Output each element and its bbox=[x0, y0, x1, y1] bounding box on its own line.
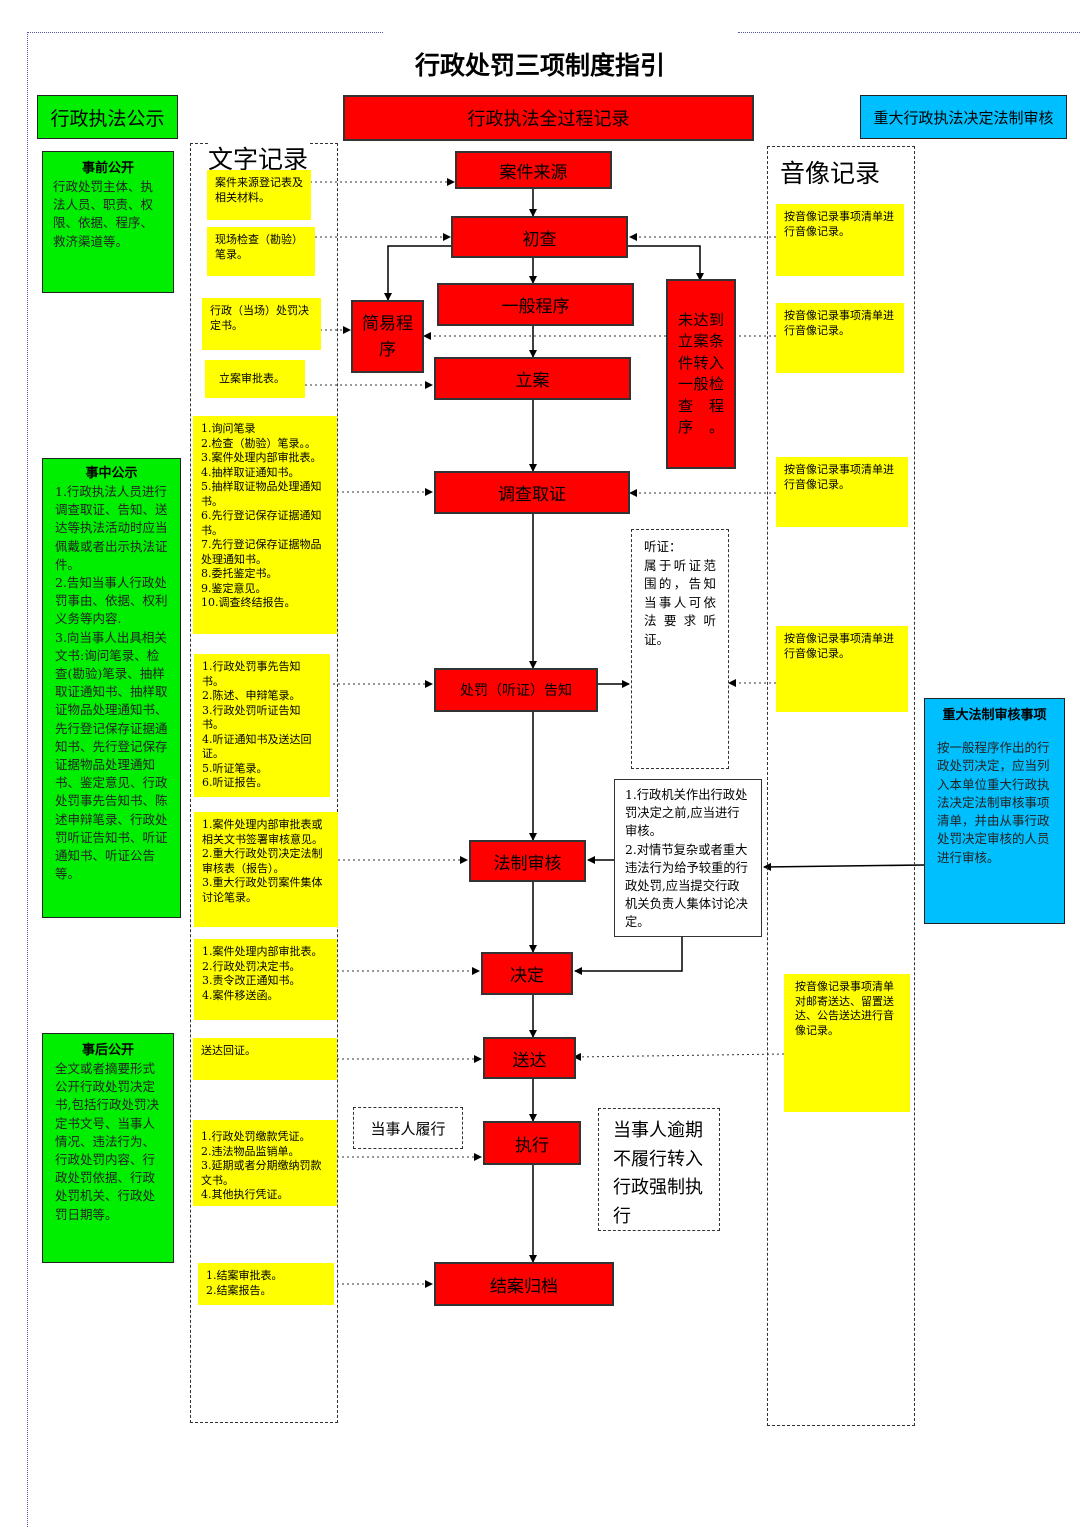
av-record-title: 音像记录 bbox=[780, 154, 881, 190]
after-public-title: 事后公开 bbox=[81, 1043, 134, 1058]
step-notice: 处罚（听证）告知 bbox=[434, 668, 598, 712]
step-investigation: 调查取证 bbox=[434, 471, 630, 514]
before-public-body: 行政处罚主体、执法人员、职责、权限、依据、程序、救济渠道等。 bbox=[53, 179, 154, 249]
doc-simple: 行政（当场）处罚决定书。 bbox=[202, 298, 321, 350]
step-case-source: 案件来源 bbox=[455, 151, 612, 189]
step-simple-procedure-label: 简易程序 bbox=[362, 313, 413, 360]
step-filing: 立案 bbox=[434, 357, 631, 400]
step-initial-check: 初查 bbox=[451, 216, 628, 258]
page-border-top-right bbox=[738, 32, 1080, 33]
party-perform-box: 当事人履行 bbox=[353, 1107, 463, 1149]
doc-notice: 1.行政处罚事先告知书。 2.陈述、申辩笔录。 3.行政处罚听证告知书。 4.听… bbox=[194, 654, 330, 797]
step-execution: 执行 bbox=[483, 1121, 581, 1165]
header-public: 行政执法公示 bbox=[37, 95, 178, 139]
after-public-box: 事后公开 全文或者摘要形式公开行政处罚决定书,包括行政处罚决定书文号、当事人情况… bbox=[42, 1033, 174, 1263]
before-public-box: 事前公开 行政处罚主体、执法人员、职责、权限、依据、程序、救济渠道等。 bbox=[42, 151, 174, 293]
review-requirement-note: 1.行政机关作出行政处罚决定之前,应当进行审核。 2.对情节复杂或者重大违法行为… bbox=[614, 779, 762, 937]
before-public-title: 事前公开 bbox=[81, 161, 134, 176]
header-legal-review: 重大行政执法决定法制审核 bbox=[860, 95, 1067, 139]
av-note-4: 按音像记录事项清单进行音像记录。 bbox=[776, 626, 908, 712]
step-decision: 决定 bbox=[481, 952, 573, 995]
av-record-column bbox=[767, 146, 915, 1426]
doc-investigation: 1.询问笔录 2.检查（勘验）笔录。。 3.案件处理内部审批表。 4.抽样取证通… bbox=[193, 416, 337, 634]
during-public-body: 1.行政执法人员进行调查取证、告知、送达等执法活动时应当佩戴或者出示执法证件。 … bbox=[55, 484, 168, 882]
page-border-left bbox=[27, 32, 28, 1527]
step-not-reached-label: 未达到立案条件转入一般检查程序。 bbox=[678, 310, 724, 437]
doc-initial: 现场检查（勘验）笔录。 bbox=[207, 227, 315, 276]
doc-decision: 1.案件处理内部审批表。 2.行政处罚决定书。 3.责令改正通知书。 4.案件移… bbox=[194, 939, 337, 1020]
major-review-box: 重大法制审核事项 按一般程序作出的行政处罚决定，应当列入本单位重大行政执法决定法… bbox=[924, 698, 1065, 924]
doc-filing: 立案审批表。 bbox=[205, 360, 305, 398]
page-title: 行政处罚三项制度指引 bbox=[414, 51, 665, 80]
step-delivery: 送达 bbox=[483, 1037, 576, 1079]
step-legal-review: 法制审核 bbox=[469, 840, 586, 882]
hearing-note: 听证： 属于听证范围的，告知当事人可依法要求听证。 bbox=[631, 529, 729, 769]
page-border-top-left bbox=[27, 32, 383, 33]
header-process-record: 行政执法全过程记录 bbox=[343, 95, 754, 141]
doc-source: 案件来源登记表及相关材料。 bbox=[207, 170, 311, 220]
av-note-3: 按音像记录事项清单进行音像记录。 bbox=[776, 457, 908, 527]
av-note-5: 按音像记录事项清单对邮寄送达、留置送达、公告送达进行音像记录。 bbox=[784, 974, 910, 1112]
during-public-box: 事中公示 1.行政执法人员进行调查取证、告知、送达等执法活动时应当佩戴或者出示执… bbox=[42, 458, 181, 918]
doc-archive: 1.结案审批表。 2.结案报告。 bbox=[198, 1263, 334, 1305]
major-review-title: 重大法制审核事项 bbox=[942, 708, 1047, 723]
step-not-reached: 未达到立案条件转入一般检查程序。 bbox=[666, 279, 736, 469]
av-note-1: 按音像记录事项清单进行音像记录。 bbox=[776, 204, 904, 276]
doc-legal-review: 1.案件处理内部审批表或相关文书签署审核意见。 2.重大行政处罚决定法制审核表（… bbox=[194, 812, 338, 927]
major-review-body: 按一般程序作出的行政处罚决定，应当列入本单位重大行政执法决定法制审核事项清单，并… bbox=[937, 740, 1050, 865]
during-public-title: 事中公示 bbox=[85, 466, 138, 481]
doc-execution: 1.行政处罚缴款凭证。 2.违法物品监销单。 3.延期或者分期缴纳罚款文书。 4… bbox=[193, 1120, 337, 1206]
step-general-procedure: 一般程序 bbox=[437, 283, 634, 326]
step-archive: 结案归档 bbox=[434, 1262, 614, 1306]
doc-delivery: 送达回证。 bbox=[193, 1038, 337, 1080]
av-note-2: 按音像记录事项清单进行音像记录。 bbox=[776, 303, 904, 373]
enforce-box: 当事人逾期不履行转入行政强制执行 bbox=[598, 1108, 720, 1231]
after-public-body: 全文或者摘要形式公开行政处罚决定书,包括行政处罚决定书文号、当事人情况、违法行为… bbox=[55, 1061, 159, 1222]
step-simple-procedure: 简易程序 bbox=[351, 300, 424, 373]
